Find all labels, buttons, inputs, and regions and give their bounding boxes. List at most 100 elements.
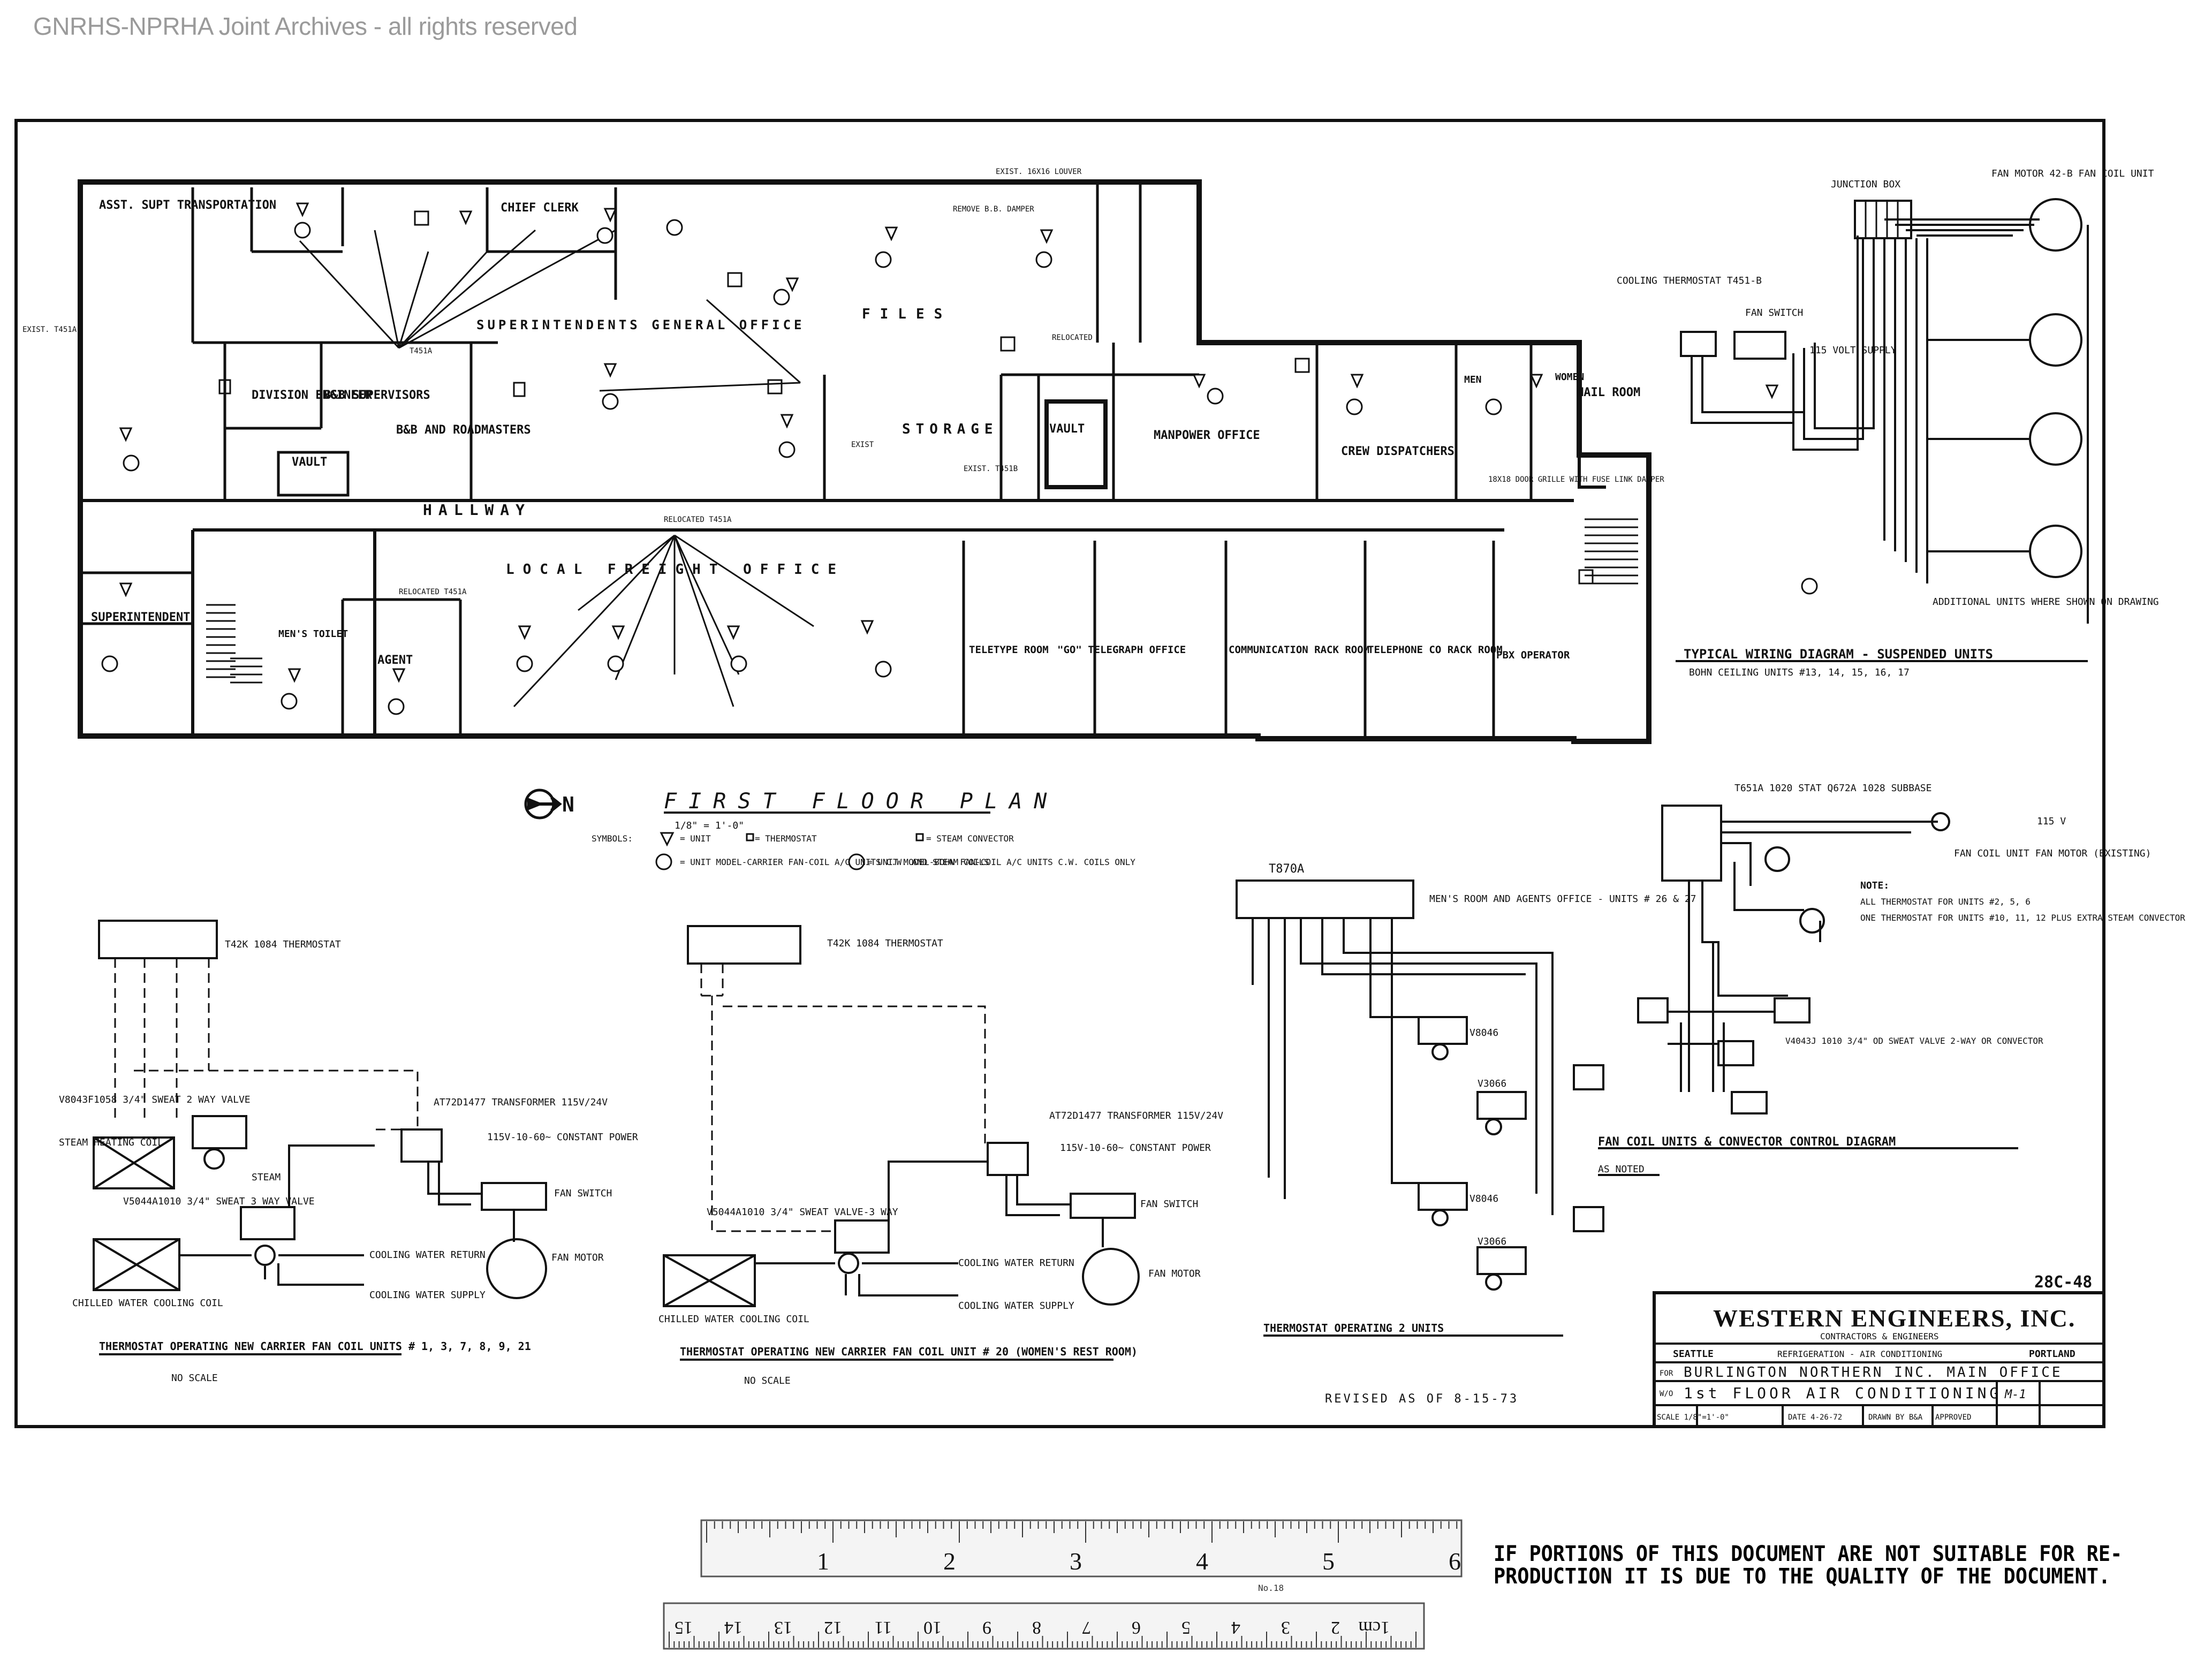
room-pbx: PBX OPERATOR: [1496, 649, 1570, 661]
ruler-top-number: 1: [817, 1548, 829, 1575]
d2-chilled-coil: CHILLED WATER COOLING COIL: [658, 1314, 809, 1325]
d3-stat: T870A: [1269, 862, 1304, 876]
wiring-fan-switch: FAN SWITCH: [1745, 307, 1803, 319]
legend-steam: = STEAM CONVECTOR: [926, 833, 1014, 844]
room-bb-supervisors: B&B SUPERVISORS: [324, 389, 430, 402]
room-telephone: TELEPHONE CO RACK ROOM: [1368, 644, 1503, 656]
ruler-bottom-number: 2: [1331, 1618, 1340, 1637]
d1-fan-motor: FAN MOTOR: [551, 1252, 604, 1263]
note-exist-t451b: EXIST. T451B: [964, 465, 1018, 473]
d2-title: THERMOSTAT OPERATING NEW CARRIER FAN COI…: [680, 1345, 1138, 1358]
d1-cw-return: COOLING WATER RETURN: [369, 1249, 486, 1261]
tb-trades: CONTRACTORS & ENGINEERS: [1820, 1331, 1939, 1341]
room-mens-toilet: MEN'S TOILET: [278, 628, 348, 640]
d4-note2: ONE THERMOSTAT FOR UNITS #10, 11, 12 PLU…: [1860, 913, 2185, 923]
room-mail: MAIL ROOM: [1577, 386, 1640, 399]
first-floor-plan: [78, 179, 1818, 744]
d3-valve2: V3066: [1478, 1078, 1506, 1089]
notice-line-2: PRODUCTION IT IS DUE TO THE QUALITY OF T…: [1494, 1564, 2111, 1589]
ruler-top-number: 5: [1322, 1548, 1335, 1575]
d2-cw-return: COOLING WATER RETURN: [958, 1257, 1074, 1269]
ruler-top-number: 2: [943, 1548, 956, 1575]
d4-fan-coil-motor: FAN COIL UNIT FAN MOTOR (EXISTING): [1954, 848, 2151, 859]
d1-thermostat: T42K 1084 THERMOSTAT: [225, 939, 341, 950]
d1-no-scale: NO SCALE: [171, 1373, 218, 1384]
room-storage: STORAGE: [902, 421, 998, 437]
legend-symbols: [655, 832, 924, 870]
revised-note: REVISED AS OF 8-15-73: [1325, 1392, 1519, 1406]
control-diagram-1: [93, 920, 547, 1355]
room-vault-center: VAULT: [1049, 422, 1085, 436]
note-exist: EXIST: [851, 441, 874, 449]
tb-company: WESTERN ENGINEERS, INC.: [1713, 1305, 2075, 1332]
d1-fan-switch: FAN SWITCH: [554, 1188, 612, 1199]
ruler-bottom-number: 4: [1231, 1618, 1240, 1637]
ruler-bottom-number: 13: [774, 1618, 792, 1637]
wiring-fan-motor: FAN MOTOR 42-B FAN COIL UNIT: [1991, 168, 2154, 179]
hallway-label: HALLWAY: [423, 501, 531, 519]
ruler-bottom-number: 3: [1281, 1618, 1290, 1637]
d1-chilled-coil: CHILLED WATER COOLING COIL: [72, 1298, 223, 1309]
tb-job-label: W/O: [1660, 1390, 1673, 1398]
d4-subtitle: AS NOTED: [1598, 1164, 1645, 1175]
room-women: WOMEN: [1555, 371, 1584, 383]
ruler-bottom-number: 7: [1082, 1618, 1091, 1637]
ruler-bottom-number: 9: [982, 1618, 991, 1637]
control-diagram-4: [1598, 805, 2018, 1176]
room-chief-clerk: CHIEF CLERK: [501, 201, 579, 215]
legend-thermostat: = THERMOSTAT: [755, 833, 817, 844]
north-arrow: [524, 788, 562, 820]
tb-drawing-no: 28C-48: [2034, 1273, 2092, 1292]
ruler-bottom-number: 12: [824, 1618, 842, 1637]
ruler-product: No.18: [1258, 1583, 1284, 1593]
d1-constant-power: 115V-10-60~ CONSTANT POWER: [487, 1132, 638, 1143]
tb-city-right: PORTLAND: [2029, 1348, 2075, 1360]
d4-stat: T651A 1020 STAT Q672A 1028 SUBBASE: [1734, 783, 1931, 794]
room-division-engineer: DIVISION ENGINEER: [252, 389, 373, 402]
north-label: N: [562, 793, 574, 816]
tb-for-label: FOR: [1660, 1369, 1673, 1378]
tb-sheet: M-1: [2004, 1388, 2026, 1401]
note-relocated-t451a-top: RELOCATED T451A: [664, 515, 732, 524]
room-go-telegraph: "GO" TELEGRAPH OFFICE: [1057, 644, 1186, 656]
legend-unit: = UNIT: [680, 833, 711, 844]
d2-constant-power: 115V-10-60~ CONSTANT POWER: [1060, 1142, 1211, 1154]
d3-valve3: V8046: [1469, 1193, 1498, 1204]
d3-valve1: V8046: [1469, 1027, 1498, 1038]
ruler-bottom-number: 14: [724, 1618, 743, 1637]
tb-approved: APPROVED: [1935, 1413, 1971, 1422]
d2-transformer: AT72D1477 TRANSFORMER 115V/24V: [1049, 1110, 1223, 1121]
d2-no-scale: NO SCALE: [744, 1375, 791, 1386]
tb-service: REFRIGERATION - AIR CONDITIONING: [1777, 1349, 1942, 1359]
ruler-bottom-number: 6: [1132, 1618, 1141, 1637]
room-crew-dispatchers: CREW DISPATCHERS: [1341, 445, 1455, 458]
ruler-bottom-number: 1cm: [1358, 1618, 1390, 1637]
note-exist-louver: EXIST. 16X16 LOUVER: [996, 168, 1082, 176]
d4-note-title: NOTE:: [1860, 880, 1889, 891]
ruler-bottom-number: 5: [1181, 1618, 1191, 1637]
d2-thermostat: T42K 1084 THERMOSTAT: [827, 938, 943, 949]
d1-valve-top: V8043F1058 3/4" SWEAT 2 WAY VALVE: [59, 1094, 251, 1105]
d2-cw-supply: COOLING WATER SUPPLY: [958, 1300, 1074, 1311]
d2-fan-motor: FAN MOTOR: [1148, 1268, 1201, 1279]
legend-carrier: = UNIT MODEL-CARRIER FAN-COIL A/C UNITS …: [680, 857, 989, 867]
room-teletype: TELETYPE ROOM: [969, 644, 1049, 656]
note-t451a: T451A: [410, 347, 433, 355]
d3-valve4: V3066: [1478, 1236, 1506, 1247]
note-fire-damper: 18X18 DOOR GRILLE WITH FUSE LINK DAMPER: [1488, 475, 1664, 484]
tb-drawn: DRAWN BY B&A: [1868, 1413, 1923, 1422]
archive-watermark: GNRHS-NPRHA Joint Archives - all rights …: [33, 12, 578, 40]
room-superintendent: SUPERINTENDENT: [91, 611, 190, 624]
room-bbb-roadmasters: B&B AND ROADMASTERS: [396, 423, 531, 437]
d3-title: THERMOSTAT OPERATING 2 UNITS: [1263, 1322, 1444, 1334]
d4-valve-label: V4043J 1010 3/4" OD SWEAT VALVE 2-WAY OR…: [1785, 1036, 2043, 1046]
d4-note1: ALL THERMOSTAT FOR UNITS #2, 5, 6: [1860, 897, 2031, 907]
note-exist-t451a: EXIST. T451A: [22, 325, 77, 334]
d1-steam-coil: STEAM HEATING COIL: [59, 1137, 163, 1148]
symbols-legend: SYMBOLS: = UNIT = THERMOSTAT = STEAM CON…: [592, 833, 1135, 867]
room-files: FILES: [862, 306, 952, 322]
room-local-freight: LOCAL FREIGHT OFFICE: [506, 562, 845, 578]
d1-cw-supply: COOLING WATER SUPPLY: [369, 1290, 486, 1301]
